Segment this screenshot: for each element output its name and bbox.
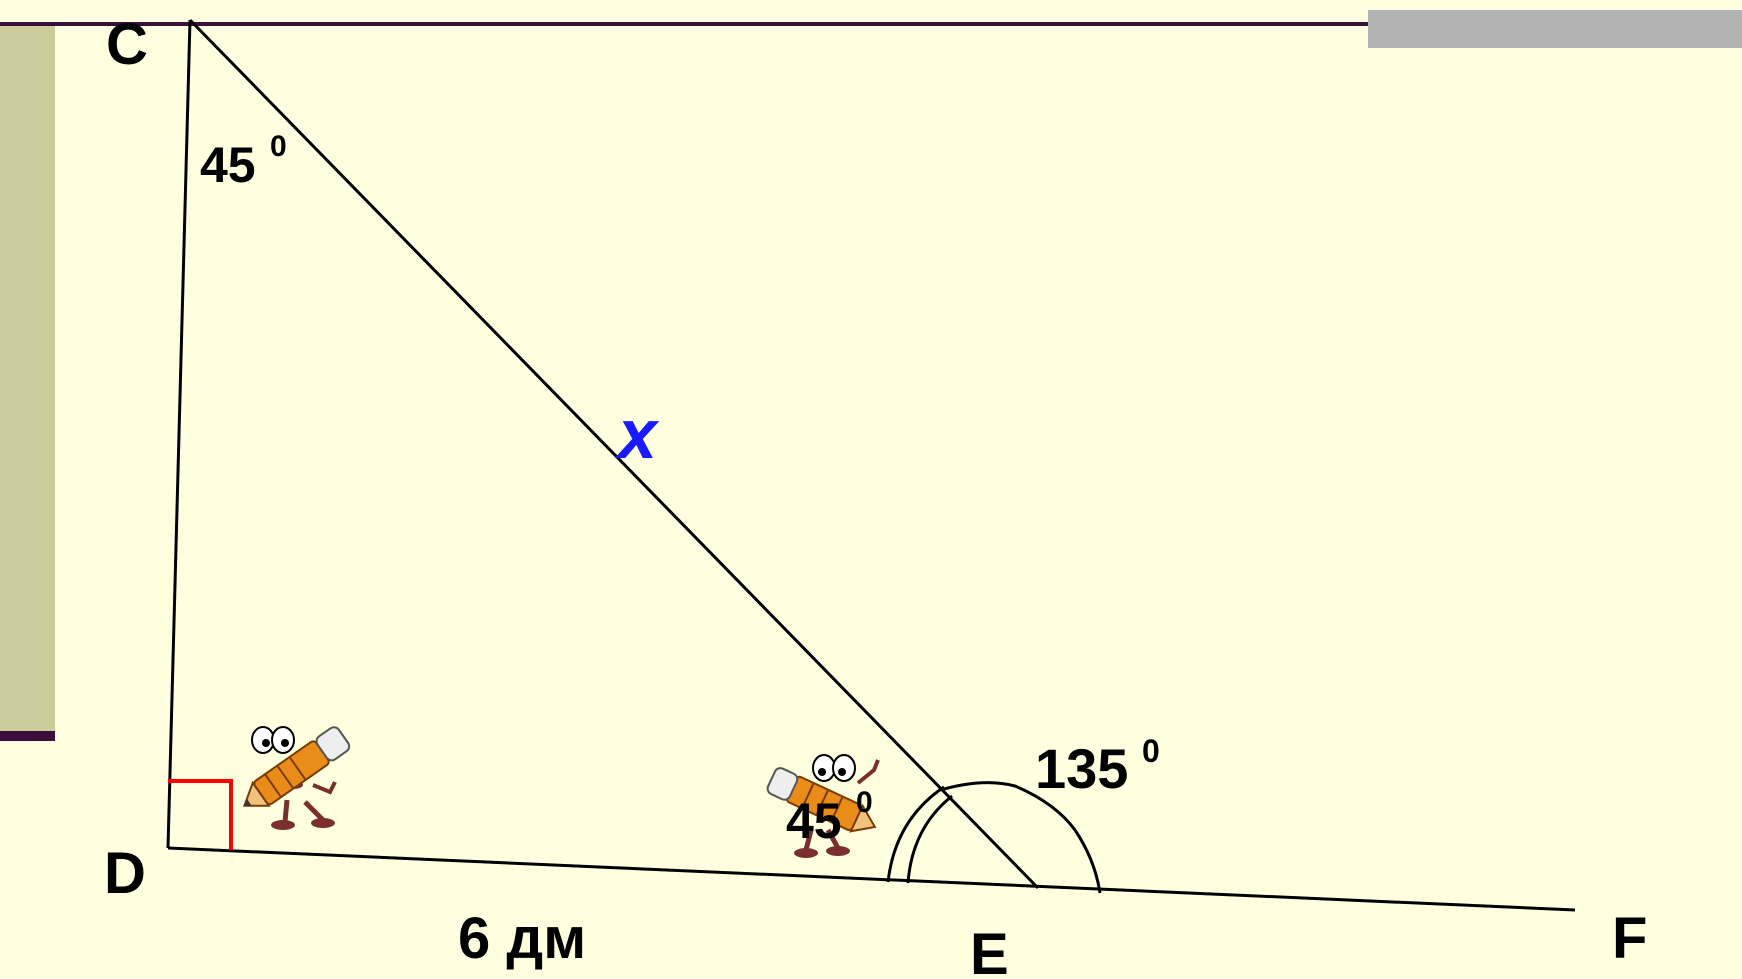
- angle-degree-c: 0: [270, 130, 287, 163]
- side-cd: [166, 19, 192, 849]
- top-rule-line: [0, 22, 1742, 26]
- point-label-c: C: [106, 12, 148, 77]
- angle-arc-e-outer: [943, 781, 1102, 894]
- decorative-top-bar: [1368, 10, 1742, 48]
- angle-label-c: 45: [200, 137, 256, 193]
- unknown-side-label: x: [614, 395, 660, 473]
- point-label-e: E: [970, 922, 1009, 979]
- decorative-side-bar-cap: [0, 731, 55, 741]
- angle-degree-e-outer: 0: [1142, 733, 1160, 769]
- side-ce-hypotenuse: [188, 18, 1040, 890]
- base-line-df: [167, 846, 1576, 912]
- base-length-label: 6 дм: [458, 906, 586, 971]
- decorative-side-bar: [0, 25, 55, 733]
- point-label-d: D: [104, 841, 146, 906]
- pencil-mascot-icon: [766, 754, 880, 858]
- point-label-f: F: [1612, 906, 1647, 971]
- angle-degree-e-inner: 0: [856, 786, 873, 819]
- angle-arc-e-inner-inner: [906, 794, 953, 884]
- angle-arc-e-inner-outer: [886, 785, 945, 883]
- angle-label-e-outer: 135: [1035, 737, 1128, 800]
- angle-label-e-inner: 45: [786, 793, 842, 849]
- right-angle-mark: [168, 779, 233, 850]
- pencil-mascot-icon: [242, 726, 351, 830]
